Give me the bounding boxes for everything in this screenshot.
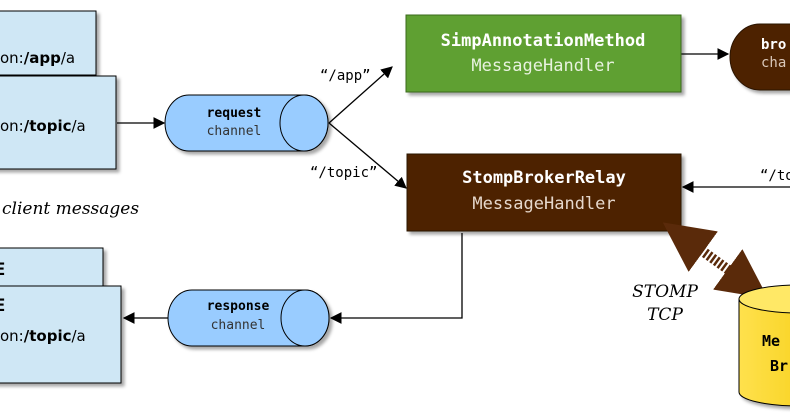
stomp-handler-title: StompBrokerRelay [462,168,626,188]
tcp-label: TCP [647,305,683,325]
message-broker-label-1: Me [762,332,780,350]
simp-handler-subtitle: MessageHandler [471,56,614,76]
server-message-frame-back: E [0,247,104,291]
simp-handler-title: SimpAnnotationMethod [441,31,646,51]
response-channel: response channel [167,289,330,347]
server-message-frame-topic: E on:/topic/a [0,285,122,384]
frame-app-destination: on:/app/a [0,49,75,67]
flow-arrows [117,48,790,324]
broker-channel: bro cha [729,23,790,91]
client-message-frame-app: on:/app/a [0,10,97,76]
frame-front-destination: on:/topic/a [0,327,86,345]
response-channel-label-1: response [207,299,270,314]
route-label-topic: “/topic” [310,165,377,181]
route-label-topic-right: “/to [760,168,790,184]
stomp-broker-relay-handler: StompBrokerRelay MessageHandler [406,153,682,232]
client-messages-caption: client messages [2,199,139,219]
message-broker-label-2: Br [770,357,788,375]
stomp-tcp-connection [662,222,769,299]
frame-topic-destination: on:/topic/a [0,117,86,135]
response-channel-label-2: channel [211,318,266,333]
stomp-tcp-double-arrow [662,222,769,299]
broker-channel-label-2: cha [761,55,786,71]
request-channel-label-1: request [207,106,262,121]
frame-front-title: E [0,296,5,316]
arrow-request-to-stomp [328,122,407,189]
route-label-app: “/app” [320,68,371,84]
arrow-stomp-to-response [329,233,463,324]
frame-back-title: E [0,260,5,280]
arrow-request-to-simp [328,66,393,124]
broker-channel-label-1: bro [761,37,786,53]
stomp-handler-subtitle: MessageHandler [472,194,615,214]
stomp-label: STOMP [632,282,698,302]
request-channel: request channel [164,94,329,152]
message-broker-cylinder: Me Br [738,284,790,407]
client-message-frame-topic: on:/topic/a [0,75,117,170]
request-channel-label-2: channel [207,124,262,139]
simp-annotation-method-handler: SimpAnnotationMethod MessageHandler [405,14,682,93]
